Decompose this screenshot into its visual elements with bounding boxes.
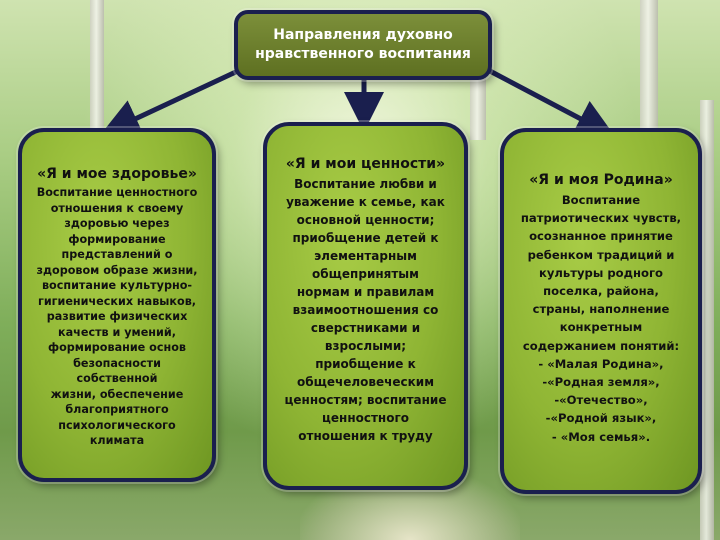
branch-node-homeland: «Я и моя Родина» Воспитание патриотическ… xyxy=(500,128,702,494)
branch-title-homeland: «Я и моя Родина» xyxy=(529,172,673,188)
birch-trunk-right xyxy=(640,0,658,140)
branch-body-homeland: Воспитание патриотических чувств, осозна… xyxy=(520,193,682,444)
arrow-to-right-box xyxy=(486,67,616,138)
branch-body-values: Воспитание любви и уважение к семье, как… xyxy=(284,177,447,443)
birch-trunk-far-right xyxy=(700,100,714,540)
root-node-label: Направления духовно нравственного воспит… xyxy=(255,27,471,62)
branch-node-values: «Я и мои ценности» Воспитание любви и ув… xyxy=(263,122,468,490)
root-node: Направления духовно нравственного воспит… xyxy=(234,10,492,80)
arrow-to-left-box xyxy=(99,67,242,137)
branch-title-values: «Я и мои ценности» xyxy=(285,156,446,172)
branch-node-health: «Я и мое здоровье» Воспитание ценностног… xyxy=(18,128,216,482)
branch-title-health: «Я и мое здоровье» xyxy=(37,166,197,182)
branch-body-health: Воспитание ценностного отношения к своем… xyxy=(36,186,198,447)
